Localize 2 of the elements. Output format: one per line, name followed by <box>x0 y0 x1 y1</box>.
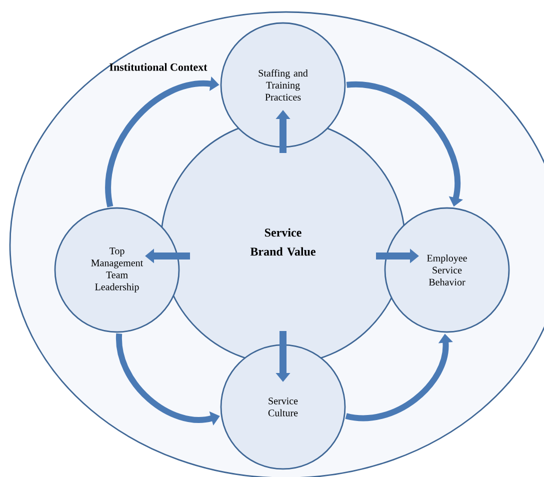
node-label: Service Culture <box>268 398 298 416</box>
context-heading: Institutional Context <box>110 63 208 71</box>
